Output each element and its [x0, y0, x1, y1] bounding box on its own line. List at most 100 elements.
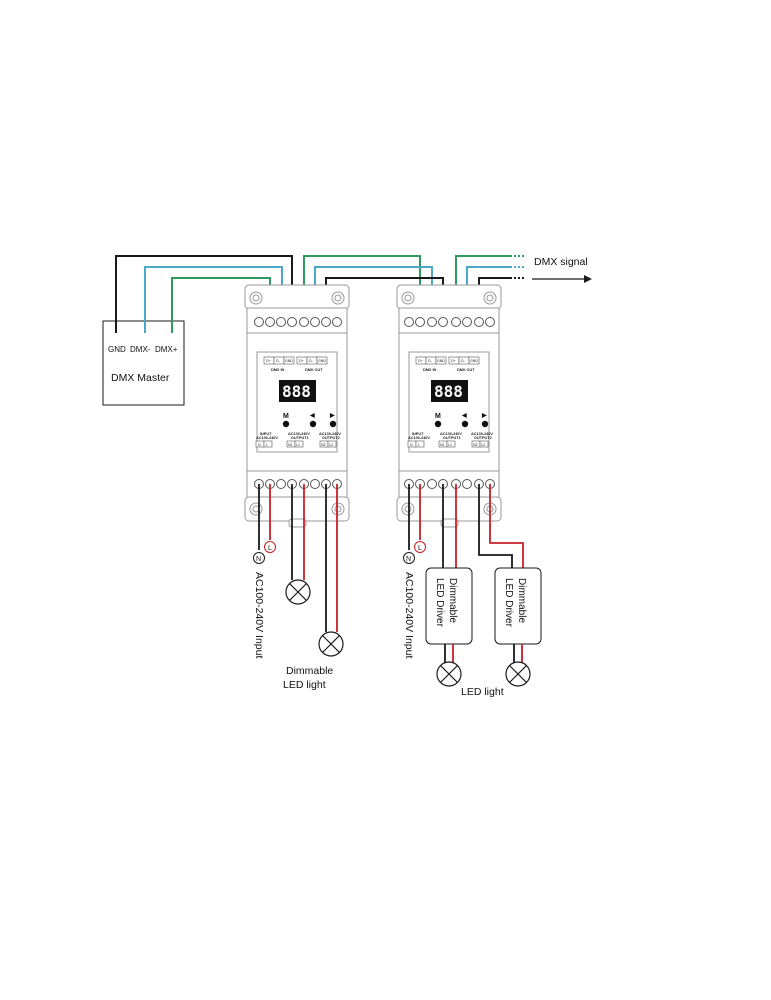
decoder-1-top-terminal-3	[276, 317, 286, 327]
decoder-1-top-terminal-8	[332, 317, 342, 327]
decoder-1-out1-label-1: AC100-240V	[288, 432, 310, 436]
decoder-1-input-label-2: AC100-240V	[256, 436, 278, 440]
decoder-2-top-terminal-4	[438, 317, 448, 327]
decoder-1-screw-tl-inner	[252, 294, 260, 302]
lightbulb-icon	[505, 661, 531, 687]
decoder-2-dmx-label-1: D+	[418, 359, 423, 363]
decoder-1: D+ D- GND D+ D- GND DMX IN DMX OUT 888 M…	[244, 284, 350, 528]
d1-ac-input-label: AC100-240V Input	[253, 572, 265, 658]
decoder-2-top-terminal-1	[404, 317, 414, 327]
decoder-1-dmx-in-label: DMX IN	[271, 368, 285, 372]
dmx-signal-arrow-head	[584, 275, 592, 283]
decoder-1-dmx-label-1: D+	[266, 359, 271, 363]
decoder-1-button-right-label: ▶	[329, 412, 335, 419]
decoder-2-button-right-label: ▶	[481, 412, 487, 419]
decoder-2-bt-label-3: N1	[440, 443, 445, 447]
decoder-1-top-terminal-5	[299, 317, 309, 327]
decoder-1-bt-label-1: N	[258, 443, 261, 447]
dimmable-light-label-1: Dimmable	[286, 665, 333, 677]
decoder-2-out2-label-1: AC100-240V	[471, 432, 493, 436]
decoder-1-button-left-label: ◀	[309, 412, 315, 419]
decoder-1-top-terminal-1	[254, 317, 264, 327]
decoder-2-button-m[interactable]	[434, 420, 442, 428]
decoder-1-dmx-label-2: D-	[276, 359, 281, 363]
led-driver-1-label-1: Dimmable	[447, 578, 458, 623]
led-driver-2: Dimmable LED Driver	[494, 567, 542, 645]
dmx-master: GND DMX- DMX+ DMX Master	[102, 320, 185, 406]
decoder-2-dmx-out-label: DMX OUT	[457, 368, 475, 372]
decoder-1-display	[279, 380, 316, 402]
decoder-2-button-left[interactable]	[461, 420, 469, 428]
decoder-2-button-right[interactable]	[481, 420, 489, 428]
decoder-2-dmx-label-6: GND	[470, 359, 478, 363]
d1-live-symbol: L	[264, 541, 276, 553]
decoder-1-dmx-label-5: D-	[309, 359, 314, 363]
decoder-2-bottom-terminal-labels: N L N1 L1 N2 L2	[407, 440, 489, 448]
decoder-2-out1-label-1: AC100-240V	[440, 432, 462, 436]
decoder-2-top-terminal-5	[451, 317, 461, 327]
decoder-1-top-terminal-6	[310, 317, 320, 327]
svg-text:N: N	[256, 556, 261, 563]
dmx-signal: DMX signal	[532, 256, 592, 283]
decoder-1-bottom-terminal-3	[276, 479, 286, 489]
d1-neutral-symbol: N	[253, 552, 265, 564]
decoder-2-din-clip	[440, 518, 459, 528]
decoder-2-top-terminal-6	[462, 317, 472, 327]
decoder-2-out1-label-2: OUTPUT1	[443, 436, 461, 440]
decoder-2-top-terminal-3	[427, 317, 437, 327]
decoder-1-screw-tr-inner	[334, 294, 342, 302]
decoder-1-dmx-out-label: DMX OUT	[305, 368, 323, 372]
decoder-2-input-label-1: INPUT	[412, 432, 424, 436]
led-driver-1-label-2: LED Driver	[434, 578, 445, 628]
decoder-2-display	[431, 380, 468, 402]
decoder-1-button-m[interactable]	[282, 420, 290, 428]
decoder-1-button-m-label: M	[283, 413, 289, 420]
decoder-2-screw-bl-inner	[404, 505, 412, 513]
decoder-2: D+ D- GND D+ D- GND DMX IN DMX OUT 888 M…	[396, 284, 502, 528]
decoder-1-display-digits: 888	[282, 382, 311, 401]
decoder-1-dmx-label-3: GND	[285, 359, 293, 363]
decoder-2-top-terminal-7	[474, 317, 484, 327]
decoder-2-input-label-2: AC100-240V	[408, 436, 430, 440]
decoder-1-button-left[interactable]	[309, 420, 317, 428]
led-light-label: LED light	[461, 686, 504, 698]
led-driver-2-box	[494, 567, 542, 645]
decoder-1-bt-label-2: L	[266, 443, 268, 447]
decoder-2-dmx-label-5: D-	[461, 359, 466, 363]
decoder-1-button-right[interactable]	[329, 420, 337, 428]
dimmable-light-label-2: LED light	[283, 679, 326, 691]
lightbulb-icon	[318, 631, 344, 657]
decoder-2-bt-label-6: L2	[481, 443, 485, 447]
svg-text:N: N	[406, 556, 411, 563]
decoder-1-bt-label-5: N2	[321, 443, 326, 447]
decoder-1-dmx-terminal-labels: D+ D- GND D+ D- GND DMX IN DMX OUT	[263, 356, 328, 372]
decoder-1-bt-label-3: N1	[288, 443, 293, 447]
decoder-2-bt-label-2: L	[418, 443, 420, 447]
decoder-1-out2-label-2: OUTPUT2	[322, 436, 340, 440]
decoder-2-button-m-label: M	[435, 413, 441, 420]
decoder-1-bt-label-4: L1	[296, 443, 300, 447]
decoder-1-top-terminal-7	[321, 317, 331, 327]
led-driver-1-box	[425, 567, 473, 645]
decoder-1-dmx-label-6: GND	[318, 359, 326, 363]
decoder-1-din-clip	[288, 518, 307, 528]
decoder-2-dmx-terminal-labels: D+ D- GND D+ D- GND DMX IN DMX OUT	[415, 356, 480, 372]
lightbulb-icon	[285, 579, 311, 605]
dmx-master-box	[102, 320, 185, 406]
led-driver-1: Dimmable LED Driver	[425, 567, 473, 645]
decoder-1-top-terminal-2	[265, 317, 275, 327]
d2-wire-l2	[489, 484, 524, 568]
decoder-2-bt-label-4: L1	[448, 443, 452, 447]
decoder-2-bottom-terminal-3	[427, 479, 437, 489]
led-driver-2-label-1: Dimmable	[516, 578, 527, 623]
dmx-master-terminal-dmx-plus: DMX+	[155, 345, 178, 354]
decoder-2-screw-tl-inner	[404, 294, 412, 302]
decoder-2-dmx-label-3: GND	[437, 359, 445, 363]
svg-text:L: L	[418, 545, 422, 552]
d2-live-symbol: L	[414, 541, 426, 553]
decoder-1-out1-label-2: OUTPUT1	[291, 436, 309, 440]
d2-ac-input-label: AC100-240V Input	[403, 572, 415, 658]
decoder-2-screw-tr-inner	[486, 294, 494, 302]
decoder-1-load-wires	[258, 484, 338, 632]
